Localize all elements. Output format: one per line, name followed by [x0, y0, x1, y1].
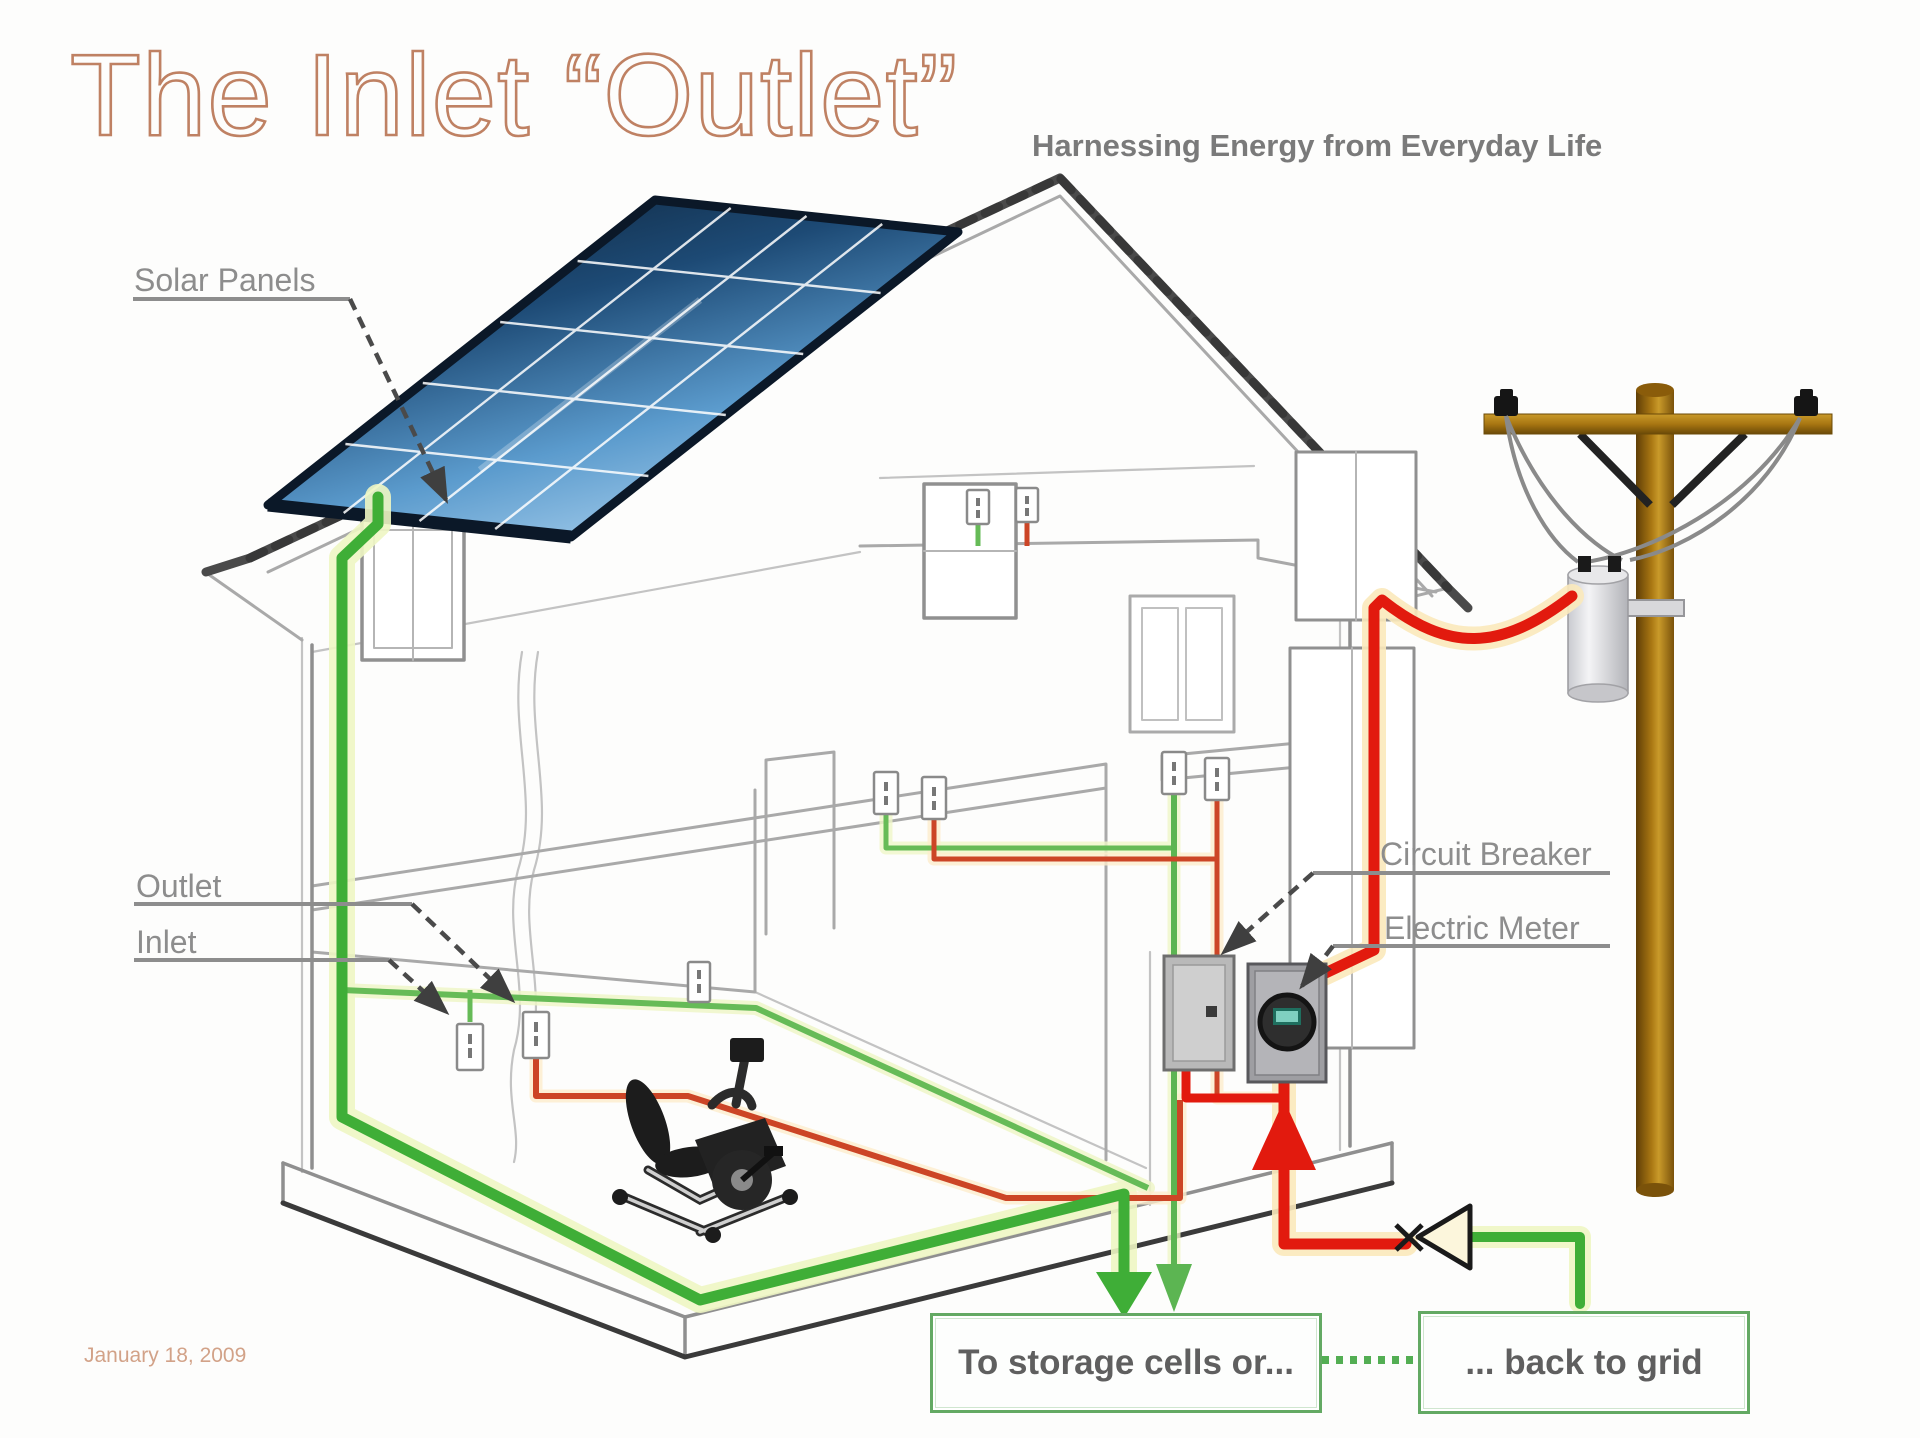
page-subtitle: Harnessing Energy from Everyday Life [1032, 128, 1603, 163]
red-wire-path [1181, 590, 1578, 1250]
storage-cells-box: To storage cells or... [930, 1313, 1322, 1413]
exercise-bike-icon [612, 1038, 798, 1243]
label-inlet: Inlet [136, 924, 197, 960]
outlet [920, 775, 948, 821]
label-circuit-breaker: Circuit Breaker [1380, 836, 1592, 872]
interior-door [1128, 594, 1236, 734]
outlet [965, 488, 991, 526]
solar-panel-icon [263, 195, 963, 544]
label-solar-panels: Solar Panels [134, 262, 316, 298]
outlet [1014, 486, 1040, 524]
circuit-breaker-icon [1162, 954, 1236, 1072]
outlet [455, 1022, 485, 1072]
inverter-valve-icon [1394, 1203, 1473, 1271]
outlet [686, 960, 712, 1004]
date-caption: January 18, 2009 [84, 1344, 247, 1367]
utility-pole-icon [1483, 383, 1833, 1197]
page-title: The Inlet “Outlet” [69, 29, 959, 162]
back-to-grid-box-label: ... back to grid [1465, 1342, 1703, 1382]
outlet [1160, 750, 1188, 796]
crossarm-braces [1577, 431, 1748, 508]
back-to-grid-box: ... back to grid [1418, 1311, 1750, 1414]
insulator-icon [1494, 389, 1818, 416]
wall-outlets [455, 486, 1231, 1072]
outlet [872, 770, 900, 816]
leader-lines [133, 297, 1610, 1016]
electric-meter-icon [1246, 962, 1328, 1084]
outlet [521, 1010, 551, 1060]
green-wire-path [336, 491, 1585, 1318]
outlet [1203, 756, 1231, 802]
storage-cells-box-label: To storage cells or... [958, 1343, 1294, 1382]
label-outlet: Outlet [136, 868, 222, 904]
label-electric-meter: Electric Meter [1384, 910, 1580, 946]
